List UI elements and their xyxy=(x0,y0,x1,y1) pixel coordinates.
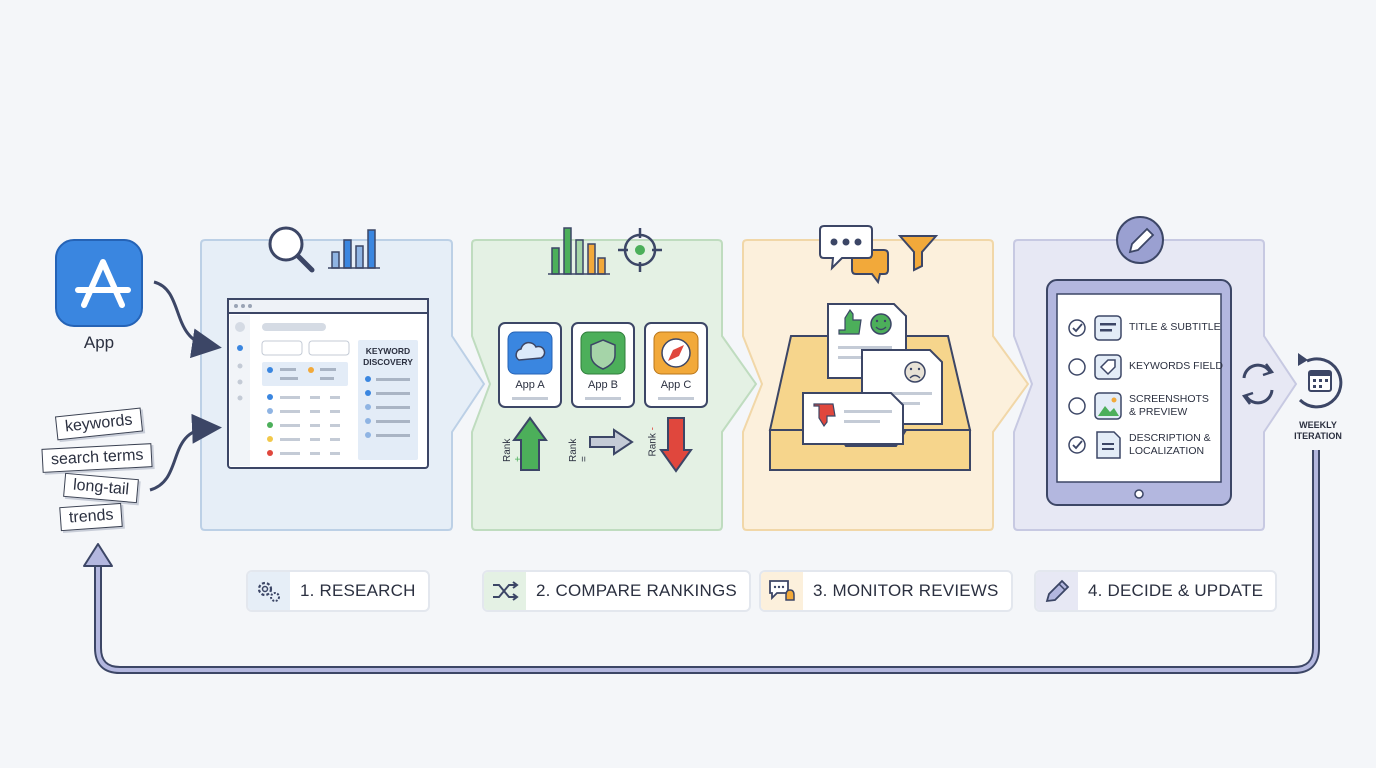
app-card-b xyxy=(571,322,635,408)
rank-down-text: Rank xyxy=(647,433,659,457)
magnifier-icon xyxy=(268,226,315,273)
step-compare: 2. COMPARE RANKINGS xyxy=(482,570,751,612)
target-icon xyxy=(618,228,662,272)
checklist-item-title: TITLE & SUBTITLE xyxy=(1129,321,1221,334)
step-reviews: 3. MONITOR REVIEWS xyxy=(759,570,1013,612)
rank-up-text: Rank xyxy=(502,438,513,462)
step-update-label: 4. DECIDE & UPDATE xyxy=(1088,581,1264,600)
keyword-discovery-line2: DISCOVERY xyxy=(363,357,413,367)
app-b-name: App B xyxy=(588,379,618,391)
keyword-discovery-line1: KEYWORD xyxy=(365,346,411,356)
bar-chart-green-icon xyxy=(548,227,610,275)
app-c-name: App C xyxy=(660,379,692,391)
chat-bell-icon xyxy=(761,572,803,610)
rank-flat-sign: = xyxy=(579,456,590,462)
checklist-description-label2: LOCALIZATION xyxy=(1129,445,1205,457)
rank-flat-text: Rank xyxy=(568,438,579,462)
step-research: 1. RESEARCH xyxy=(246,570,430,612)
step-research-label: 1. RESEARCH xyxy=(300,581,416,600)
rank-label-up: Rank + xyxy=(502,432,524,462)
checklist-screenshots-label2: & PREVIEW xyxy=(1129,406,1188,418)
tablet-device xyxy=(1046,279,1232,506)
rank-up-arrow xyxy=(512,416,548,471)
input-arrows xyxy=(149,280,222,492)
rank-down-arrow xyxy=(659,417,693,473)
step-reviews-label: 3. MONITOR REVIEWS xyxy=(813,581,999,600)
app-label: App xyxy=(83,333,115,352)
keyword-dashboard xyxy=(227,298,429,469)
bar-chart-icon xyxy=(328,229,380,269)
rank-label-down: Rank - xyxy=(647,427,659,457)
checklist-description-label: DESCRIPTION & xyxy=(1129,432,1211,444)
checklist-item-keywords: KEYWORDS FIELD xyxy=(1129,360,1223,373)
rank-down-sign: - xyxy=(647,427,659,431)
refresh-icon xyxy=(1241,363,1275,405)
rank-label-flat: Rank = xyxy=(568,432,590,462)
app-store-icon xyxy=(55,239,143,327)
edit-pencil-badge-icon xyxy=(1116,216,1164,264)
tag-trends: trends xyxy=(59,502,124,532)
rank-up-sign: + xyxy=(513,456,524,462)
checklist-keywords-label: KEYWORDS FIELD xyxy=(1129,360,1223,372)
weekly-label-line1: WEEKLY xyxy=(1299,420,1337,430)
app-card-c xyxy=(644,322,708,408)
filter-icon xyxy=(897,235,939,272)
shuffle-icon xyxy=(484,572,526,610)
loop-arrow xyxy=(83,450,1320,674)
keyword-discovery-title: KEYWORD DISCOVERY xyxy=(358,346,418,368)
weekly-iteration-icon xyxy=(1298,353,1343,409)
app-a-name: App A xyxy=(515,379,545,391)
rank-flat-arrow xyxy=(589,428,634,456)
checklist-item-description: DESCRIPTION &LOCALIZATION xyxy=(1129,432,1211,458)
gears-icon xyxy=(248,572,290,610)
step-compare-label: 2. COMPARE RANKINGS xyxy=(536,581,737,600)
checklist-title-label: TITLE & SUBTITLE xyxy=(1129,321,1221,333)
chat-bubbles-icon xyxy=(819,225,889,285)
pencil-icon xyxy=(1036,572,1078,610)
checklist-item-screenshots: SCREENSHOTS& PREVIEW xyxy=(1129,393,1209,419)
weekly-label-line2: ITERATION xyxy=(1294,431,1342,441)
weekly-iteration-label: WEEKLY ITERATION xyxy=(1286,420,1350,442)
step-update: 4. DECIDE & UPDATE xyxy=(1034,570,1278,612)
app-card-a xyxy=(498,322,562,408)
review-inbox xyxy=(768,303,972,471)
checklist-screenshots-label: SCREENSHOTS xyxy=(1129,393,1209,405)
